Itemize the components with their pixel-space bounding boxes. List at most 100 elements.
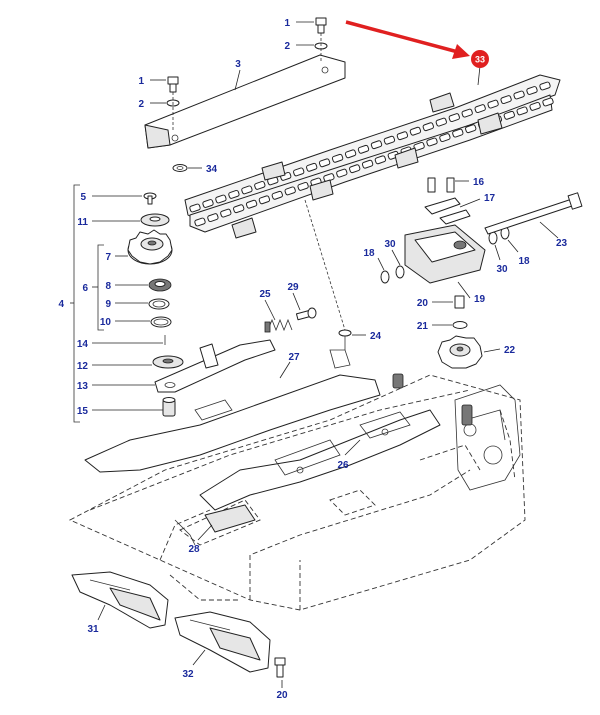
- chain-link: [370, 140, 383, 150]
- callout-24: 24: [370, 331, 382, 342]
- bolt-20-right: [454, 295, 465, 309]
- callout-18-right: 18: [518, 256, 530, 267]
- callout-21: 21: [417, 321, 429, 332]
- clamp-17: [424, 197, 471, 225]
- chain-link: [245, 199, 258, 209]
- sprocket-7: [127, 229, 173, 265]
- highlight-badge-33: 33: [471, 50, 489, 68]
- callout-14: 14: [77, 339, 89, 350]
- chain-link: [396, 131, 409, 141]
- chain-link: [426, 137, 438, 147]
- washer-34: [172, 164, 188, 172]
- snap-ring-10: [150, 316, 172, 328]
- callout-31: 31: [87, 624, 99, 635]
- gearbox-housing: [392, 373, 521, 491]
- bolt-20-bottom: [274, 657, 286, 678]
- chain-link: [344, 149, 357, 159]
- highlight-arrow: [345, 20, 470, 59]
- callout-3: 3: [235, 59, 241, 70]
- chain-link: [349, 164, 361, 174]
- drive-chain-33: [184, 74, 561, 239]
- callout-11: 11: [77, 217, 88, 228]
- chain-link: [513, 90, 525, 100]
- chain-link: [383, 135, 396, 145]
- stack-bracket: [73, 184, 104, 423]
- chain-link: [461, 108, 473, 118]
- chain-link: [357, 144, 370, 154]
- washer-21: [452, 321, 468, 329]
- chain-link: [207, 213, 219, 223]
- callout-20-right: 20: [417, 298, 429, 309]
- chain-link: [189, 203, 201, 213]
- skid-31: [71, 571, 169, 629]
- chain-link: [516, 106, 528, 116]
- highlight-badge-label: 33: [475, 55, 485, 65]
- callout-32: 32: [182, 669, 194, 680]
- callout-2-left: 2: [138, 99, 144, 110]
- leader-lines: [70, 21, 559, 688]
- tension-rod-23: [484, 192, 583, 235]
- chain-link: [503, 110, 515, 120]
- chain-link: [422, 122, 434, 132]
- callout-25: 25: [259, 289, 271, 300]
- callout-15: 15: [77, 406, 89, 417]
- guide-plate-26: [199, 409, 441, 511]
- callout-1-top: 1: [284, 18, 290, 29]
- ring-9: [148, 298, 170, 310]
- callout-4: 4: [58, 299, 64, 310]
- callout-9: 9: [105, 299, 111, 310]
- callout-34: 34: [206, 164, 218, 175]
- chain-link: [194, 217, 206, 227]
- axis-line: [304, 199, 346, 331]
- chain-link: [487, 99, 499, 109]
- chain-link: [297, 181, 309, 191]
- callout-29: 29: [287, 282, 299, 293]
- long-plate-27: [84, 349, 381, 473]
- callout-30-right: 30: [496, 264, 508, 275]
- bolt-1-left: [166, 76, 180, 130]
- callout-2-top: 2: [284, 41, 290, 52]
- bolt-29: [295, 307, 317, 321]
- screws-16: [427, 177, 455, 193]
- callout-19: 19: [474, 294, 486, 305]
- chain-link: [542, 97, 554, 107]
- chain-link: [258, 195, 271, 205]
- chain-link: [318, 158, 331, 168]
- bracket-28: [174, 504, 256, 546]
- callout-8: 8: [105, 281, 111, 292]
- chain-link: [306, 162, 318, 172]
- chain-link: [474, 104, 486, 114]
- callout-17: 17: [484, 193, 496, 204]
- callout-13: 13: [77, 381, 89, 392]
- skid-32: [174, 611, 271, 673]
- chain-link: [271, 190, 283, 200]
- callout-22: 22: [504, 345, 516, 356]
- chain-link: [241, 185, 253, 195]
- callout-20-bottom: 20: [276, 690, 288, 701]
- callout-28: 28: [188, 544, 200, 555]
- chain-link: [202, 199, 214, 208]
- washers-18-30: [380, 226, 510, 284]
- chain-link: [452, 128, 464, 138]
- callout-1-left: 1: [138, 76, 144, 87]
- washer-11: [140, 213, 170, 227]
- washer-24: [338, 329, 352, 350]
- washer-12: [152, 355, 184, 369]
- callout-30-left: 30: [384, 239, 396, 250]
- chain-link: [254, 180, 266, 190]
- chain-link: [361, 159, 374, 169]
- screw-5: [143, 192, 157, 205]
- chain-guide-rail-3: [144, 54, 346, 149]
- bolt-1-top: [314, 17, 328, 62]
- callout-23: 23: [556, 238, 568, 249]
- callout-labels: 1 2 3 1 2 34 5 11 7 6 4 8 9 10 14 12 13 …: [58, 18, 567, 701]
- chain-link: [284, 186, 296, 196]
- chain-link: [233, 204, 245, 214]
- chain-link: [215, 194, 227, 204]
- bearing-8: [148, 278, 172, 292]
- chain-link: [526, 86, 538, 95]
- chain-link: [409, 126, 422, 136]
- bushing-15: [162, 397, 176, 417]
- chain-link: [336, 168, 348, 178]
